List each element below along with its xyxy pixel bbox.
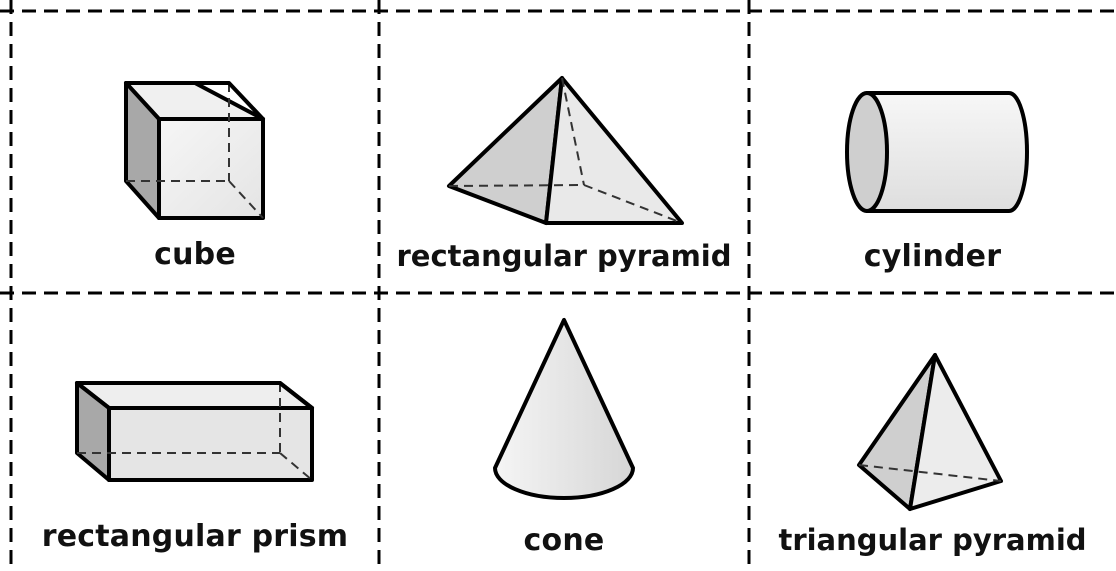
shape-label-rectangular-prism: rectangular prism — [41, 519, 349, 554]
shape-label-cylinder: cylinder — [863, 239, 1002, 274]
card-rectangular-prism: rectangular prism — [11, 293, 379, 571]
rectangular-pyramid-icon — [447, 76, 684, 225]
shape-label-cone: cone — [523, 523, 605, 558]
shape-label-rectangular-pyramid: rectangular pyramid — [396, 239, 732, 273]
card-cube: cube — [11, 11, 379, 293]
rectangular-prism-icon — [75, 381, 314, 482]
cone-icon — [493, 318, 635, 500]
card-cone: cone — [379, 293, 749, 571]
card-cylinder: cylinder — [749, 11, 1116, 293]
cube-icon — [124, 81, 265, 220]
shape-label-cube: cube — [154, 237, 236, 272]
card-triangular-pyramid: triangular pyramid — [749, 293, 1116, 571]
shape-label-triangular-pyramid: triangular pyramid — [778, 523, 1087, 557]
triangular-pyramid-icon — [857, 353, 1003, 511]
cylinder-icon — [845, 91, 1029, 213]
card-rectangular-pyramid: rectangular pyramid — [379, 11, 749, 293]
